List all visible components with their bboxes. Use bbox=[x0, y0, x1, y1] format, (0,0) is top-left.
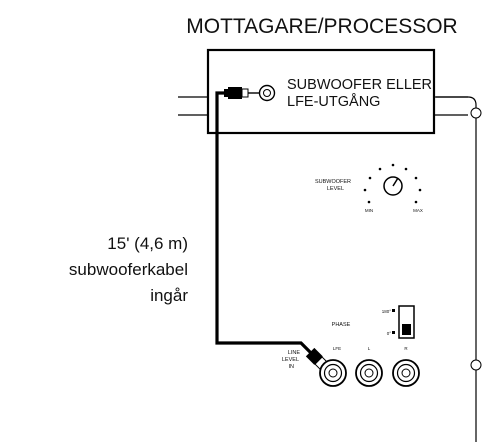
level-knob-pointer bbox=[392, 177, 399, 187]
subwoofer-cable bbox=[215, 91, 315, 357]
phase-180-label: 180° bbox=[382, 309, 392, 314]
rca-plug-body bbox=[228, 87, 242, 99]
panel-screw-bottom bbox=[470, 359, 482, 371]
jack-l-label: L bbox=[368, 346, 371, 351]
rca-plug-sleeve bbox=[241, 88, 249, 98]
subwoofer-panel-edge bbox=[436, 96, 477, 442]
jack-l bbox=[355, 359, 383, 387]
jack-lfe-label: LFE bbox=[333, 346, 341, 351]
line-level-in-label-1: LINE bbox=[288, 350, 301, 356]
level-label-1: SUBWOOFER bbox=[315, 179, 351, 185]
line-level-in-label-3: IN bbox=[289, 364, 295, 370]
cable-note-line-1: 15' (4,6 m) bbox=[107, 234, 188, 253]
receiver-title: MOTTAGARE/PROCESSOR bbox=[186, 15, 457, 38]
jack-lfe bbox=[319, 359, 347, 387]
phase-switch-slider bbox=[402, 324, 411, 335]
receiver-output-label-2: LFE-UTGÅNG bbox=[287, 93, 380, 110]
phase-0-label: 0° bbox=[387, 331, 392, 336]
receiver-output-jack-core bbox=[263, 89, 271, 97]
cable-note-line-2: subwooferkabel bbox=[69, 260, 188, 279]
receiver-output-label-1: SUBWOOFER ELLER bbox=[287, 77, 432, 93]
phase-180-marker bbox=[392, 309, 395, 312]
phase-0-marker bbox=[392, 331, 395, 334]
knob-min-label: MIN bbox=[365, 208, 373, 213]
cable-note-line-3: ingår bbox=[150, 286, 188, 305]
jack-r bbox=[392, 359, 420, 387]
level-label-2: LEVEL bbox=[327, 186, 344, 192]
knob-max-label: MAX bbox=[413, 208, 423, 213]
panel-screw-top bbox=[470, 107, 482, 119]
phase-label: PHASE bbox=[332, 322, 351, 328]
level-knob-dial-dots bbox=[363, 163, 422, 204]
line-level-in-label-2: LEVEL bbox=[282, 357, 299, 363]
jack-r-label: R bbox=[404, 346, 408, 351]
